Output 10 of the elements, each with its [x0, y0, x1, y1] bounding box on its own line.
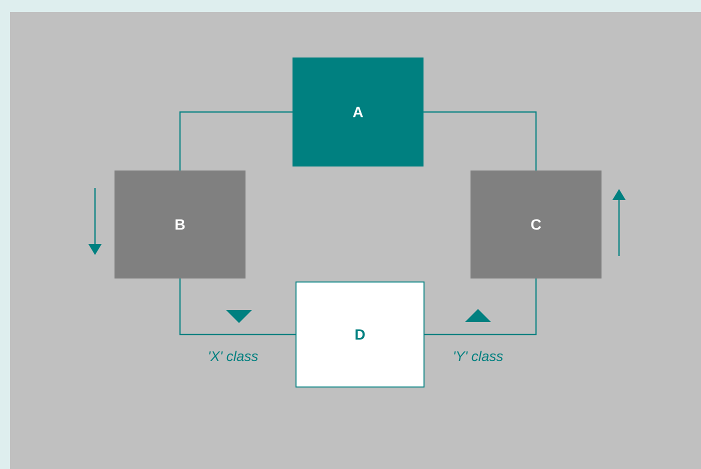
connector-line: [179, 278, 296, 336]
process-box: B: [114, 170, 246, 278]
connector-line: [424, 278, 537, 336]
connector-line: [179, 111, 292, 170]
process-box: A: [292, 58, 424, 166]
edge-label: 'Y' class: [452, 350, 504, 362]
edge-label: 'X' class: [206, 350, 260, 362]
process-box: C: [470, 170, 602, 278]
process-box: D: [296, 282, 424, 388]
connector-line: [424, 111, 537, 170]
